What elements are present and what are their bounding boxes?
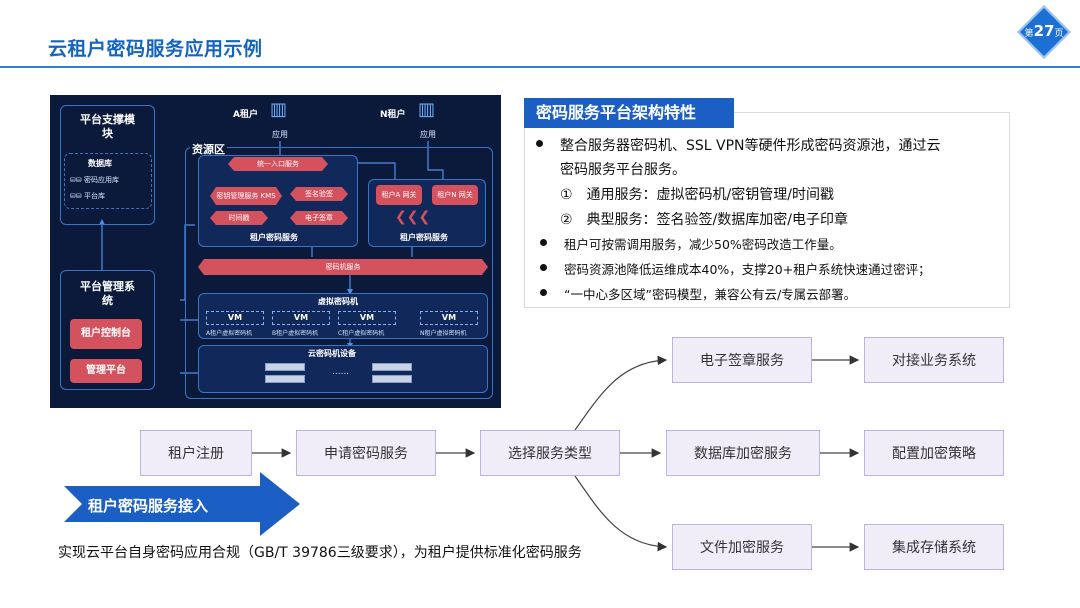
device-ellipsis: ......: [332, 367, 350, 377]
server-icon: [372, 363, 412, 371]
platform-management-label: 平台管理系统: [80, 280, 135, 307]
vm-b: VM: [272, 311, 330, 325]
db-item-app-label: 密码应用库: [83, 176, 119, 184]
server-icon: [265, 363, 305, 371]
bullet-icon: [540, 239, 547, 246]
tenant-a-label: A租户: [233, 110, 258, 120]
feature-line-1: 整合服务器密码机、SSL VPN等硬件形成密码资源池，通过云: [560, 138, 941, 154]
timestamp-service: 时间戳: [210, 211, 268, 225]
vm-c: VM: [338, 311, 396, 325]
feature-line-7: “一中心多区域”密码模型，兼容公有云/专属云部署。: [564, 287, 857, 302]
vm-name-b: B租户虚拟密码机: [272, 330, 319, 337]
page-prefix: 第: [1024, 29, 1034, 39]
architecture-diagram: 平台支撑模块 数据库 ⛁⛁ 密码应用库 ⛁⛁ 平台库 平台管理系统 租户控制台 …: [50, 95, 501, 408]
vm-a: VM: [206, 311, 264, 325]
page-number: 27: [1033, 22, 1055, 40]
database-item-app: ⛁⛁ 密码应用库: [70, 176, 119, 184]
page-title: 云租户密码服务应用示例: [48, 38, 263, 60]
tenant-a-app: 应用: [272, 130, 288, 139]
tenant-n-app: 应用: [420, 130, 436, 139]
page-number-text: 第27页: [1017, 22, 1071, 40]
vm-name-c: C租户虚拟密码机: [338, 330, 385, 337]
feature-line-4: ② 典型服务：签名验签/数据库加密/电子印章: [560, 212, 848, 228]
feature-line-3: ① 通用服务：虚拟密码机/密钥管理/时间戳: [560, 187, 834, 203]
platform-support-label: 平台支撑模块: [80, 113, 135, 140]
kms-service: 密钥管理服务 KMS: [210, 187, 282, 205]
feature-line-2: 密码服务平台服务。: [560, 162, 686, 178]
page-number-badge: 第27页: [1017, 5, 1071, 59]
title-divider: [0, 66, 1080, 68]
tenant-crypto-service-label-2: 租户密码服务: [400, 233, 448, 242]
db-item-platform-label: 平台库: [83, 192, 105, 200]
flow-step-file-encrypt: 文件加密服务: [672, 524, 812, 570]
tenant-console-box: 租户控制台: [70, 319, 142, 349]
platform-support-module: [60, 105, 155, 225]
flow-step-db-encrypt: 数据库加密服务: [666, 430, 820, 476]
database-box: [64, 153, 152, 209]
arrow-select-esign: [574, 355, 668, 431]
arrow-select-file: [574, 475, 668, 552]
resource-zone-label: 资源区: [190, 141, 227, 157]
bullet-icon: [540, 289, 547, 296]
e-seal-service: 电子签章: [290, 211, 348, 225]
vm-name-n: N租户虚拟密码机: [420, 330, 467, 337]
vm-name-a: A租户虚拟密码机: [206, 330, 253, 337]
gateway-n: 租户N 网关: [432, 185, 478, 205]
cloud-crypto-device-group: [198, 345, 488, 393]
gateway-chevrons-icon: ❮❮❮: [395, 209, 431, 225]
feature-line-5: 租户可按需调用服务，减少50%密码改造工作量。: [564, 237, 842, 252]
cloud-crypto-device-label: 云密码机设备: [308, 349, 356, 358]
vm-n: VM: [420, 311, 478, 325]
platform-management-system: [60, 270, 155, 390]
flow-step-esign: 电子签章服务: [672, 337, 812, 383]
bullet-icon: [540, 264, 547, 271]
flow-step-config-policy: 配置加密策略: [864, 430, 1004, 476]
connector-n-gateway: [427, 155, 444, 180]
bullet-icon: [536, 140, 543, 147]
banner-caption: 实现云平台自身密码应用合规（GB/T 39786三级要求），为租户提供标准化密码…: [58, 545, 582, 561]
resource-zone: [185, 147, 493, 399]
virtual-crypto-machine-label: 虚拟密码机: [318, 297, 358, 306]
gateway-a: 租户A 网关: [376, 185, 422, 205]
server-icon: [265, 375, 305, 383]
flow-step-biz-system: 对接业务系统: [864, 337, 1004, 383]
tenant-crypto-service-label-1: 租户密码服务: [250, 233, 298, 242]
signature-verify-service: 签名验签: [290, 187, 348, 201]
flow-step-apply: 申请密码服务: [296, 430, 436, 476]
database-item-platform: ⛁⛁ 平台库: [70, 192, 105, 200]
virtual-crypto-machine-group: [198, 293, 488, 339]
building-icon: ▥: [270, 99, 288, 120]
database-label: 数据库: [88, 159, 112, 168]
flow-step-select: 选择服务类型: [480, 430, 620, 476]
crypto-device-service-bar: 密码机服务: [198, 259, 488, 275]
banner-label: 租户密码服务接入: [88, 497, 209, 515]
flow-step-storage-system: 集成存储系统: [864, 524, 1004, 570]
flow-step-register: 租户注册: [140, 430, 252, 476]
features-title: 密码服务平台架构特性: [524, 98, 734, 128]
page-suffix: 页: [1054, 29, 1064, 39]
banner-arrow-shape: [64, 472, 300, 536]
features-panel: [524, 112, 1010, 308]
management-platform-box: 管理平台: [70, 359, 142, 383]
server-icon: [372, 375, 412, 383]
unified-entry-service: 统一入口服务: [228, 157, 328, 171]
feature-line-6: 密码资源池降低运维成本40%，支撑20+租户系统快速通过密评；: [564, 262, 931, 277]
building-icon: ▥: [418, 99, 436, 120]
tenant-n-label: N租户: [380, 110, 406, 120]
